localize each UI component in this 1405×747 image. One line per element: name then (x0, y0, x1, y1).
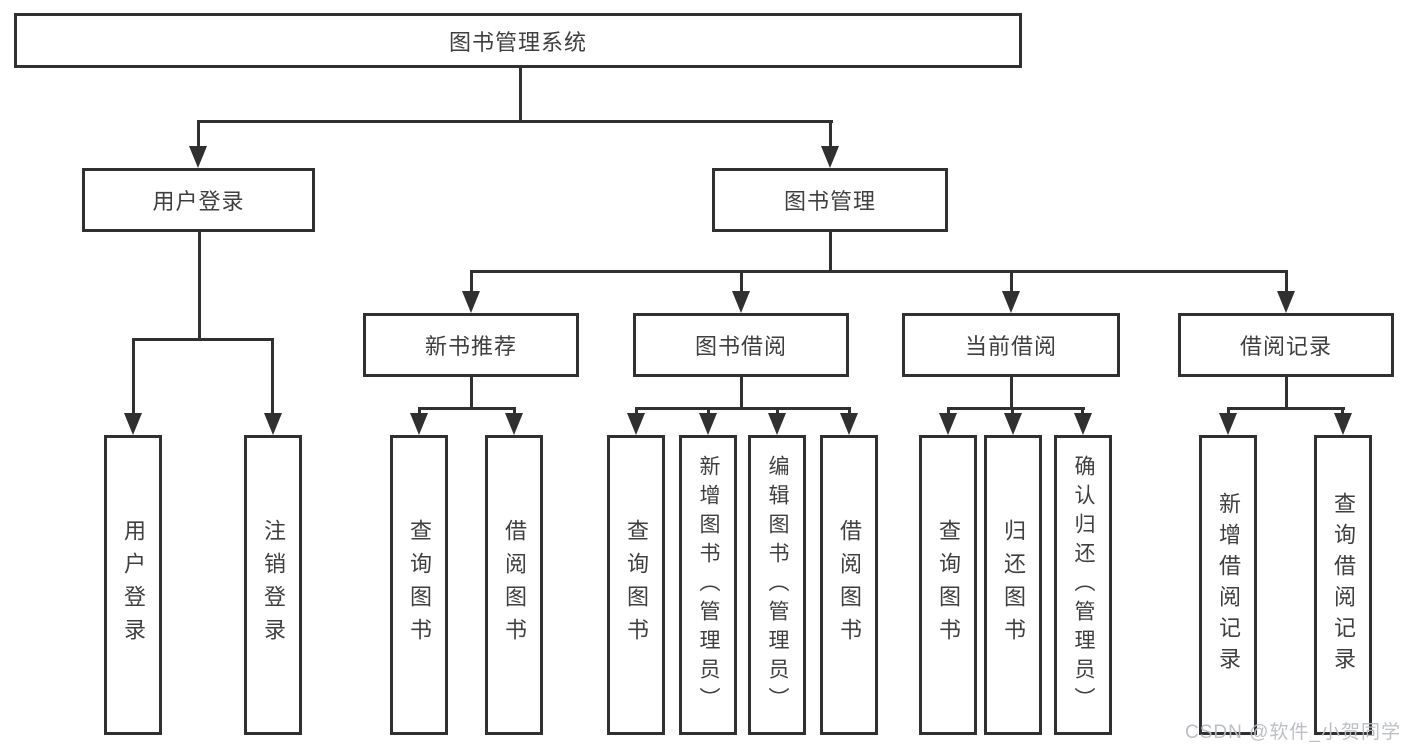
arrowhead-query-books-borrowing (627, 413, 645, 435)
arrowhead-add-book-admin (699, 413, 717, 435)
leaf-add-borrow-record: 新增借阅记录 (1199, 435, 1257, 735)
leaf-logout: 注销登录 (244, 435, 302, 735)
leaf-label: 新增图书（管理员） (697, 454, 720, 716)
connector-stem-current-borrowing (1010, 270, 1013, 294)
arrowhead-book-borrowing (732, 291, 750, 313)
leaf-query-books-recommendation: 查询图书 (390, 435, 448, 735)
leaf-label: 查询图书 (407, 519, 432, 651)
leaf-label: 查询图书 (936, 519, 961, 651)
connector-stem-book-borrowing (740, 270, 743, 294)
node-label: 用户登录 (152, 189, 245, 214)
connector-root-hline (197, 120, 833, 123)
arrowhead-return-books (1004, 413, 1022, 435)
arrowhead-leaf-logout (264, 413, 282, 435)
node-book-management: 图书管理 (712, 168, 948, 232)
node-book-borrowing: 图书借阅 (633, 313, 849, 377)
node-borrowing-records: 借阅记录 (1178, 313, 1394, 377)
leaf-add-book-admin: 新增图书（管理员） (679, 435, 737, 735)
connector-records-hline (1227, 407, 1345, 410)
arrowhead-query-borrow-record (1334, 413, 1352, 435)
connector-borrowing-hline (635, 407, 851, 410)
connector-stem-leaf (848, 407, 851, 417)
connector-stem-leaf-user-login (132, 338, 135, 416)
connector-current-hline (947, 407, 1085, 410)
connector-newbook-stem (470, 377, 473, 407)
arrowhead-add-borrow-record (1219, 413, 1237, 435)
node-label: 新书推荐 (424, 334, 517, 359)
leaf-label: 新增借阅记录 (1216, 492, 1241, 678)
leaf-label: 借阅图书 (837, 519, 862, 651)
leaf-borrow-books-recommendation: 借阅图书 (485, 435, 543, 735)
arrowhead-borrow-books-recommendation (505, 413, 523, 435)
arrowhead-user-login (189, 146, 207, 168)
connector-userlogin-stem (198, 232, 201, 338)
connector-stem-leaf (947, 407, 950, 417)
node-library-management-system: 图书管理系统 (14, 13, 1022, 68)
leaf-query-books-borrowing: 查询图书 (607, 435, 665, 735)
leaf-label: 注销登录 (261, 519, 286, 651)
connector-bookmgmt-hline (470, 270, 1288, 273)
connector-stem-new-book (470, 270, 473, 294)
node-label: 图书管理系统 (448, 29, 587, 55)
connector-borrowing-stem (740, 377, 743, 407)
node-current-borrowing: 当前借阅 (902, 313, 1120, 377)
connector-bookmgmt-stem (829, 232, 832, 270)
leaf-query-books-current: 查询图书 (919, 435, 977, 735)
connector-userlogin-hline (132, 338, 274, 341)
connector-stem-borrowing-records (1285, 270, 1288, 294)
connector-stem-leaf (513, 407, 516, 417)
leaf-borrow-books-borrowing: 借阅图书 (820, 435, 878, 735)
node-label: 图书借阅 (694, 334, 787, 359)
connector-stem-leaf (418, 407, 421, 417)
node-label: 当前借阅 (964, 334, 1057, 359)
arrowhead-edit-book-admin (768, 413, 786, 435)
leaf-confirm-return-admin: 确认归还（管理员） (1054, 435, 1112, 735)
connector-newbook-hline (418, 407, 516, 410)
connector-stem-book-management (829, 120, 832, 150)
node-label: 借阅记录 (1239, 334, 1332, 359)
arrowhead-query-books-recommendation (410, 413, 428, 435)
leaf-label: 归还图书 (1001, 519, 1026, 651)
arrowhead-current-borrowing (1002, 291, 1020, 313)
node-new-book-recommendation: 新书推荐 (363, 313, 579, 377)
arrowhead-confirm-return-admin (1074, 413, 1092, 435)
arrowhead-new-book (462, 291, 480, 313)
leaf-return-books: 归还图书 (984, 435, 1042, 735)
leaf-label: 编辑图书（管理员） (766, 454, 789, 716)
arrowhead-borrow-books-borrowing (840, 413, 858, 435)
node-label: 图书管理 (783, 189, 876, 214)
leaf-label: 确认归还（管理员） (1072, 454, 1095, 716)
connector-stem-leaf (635, 407, 638, 417)
connector-stem-leaf (1227, 407, 1230, 417)
connector-stem-leaf (1081, 407, 1084, 417)
connector-records-stem (1285, 377, 1288, 407)
arrowhead-leaf-user-login (124, 413, 142, 435)
connector-current-stem (1010, 377, 1013, 407)
arrowhead-book-management (821, 146, 839, 168)
arrowhead-query-books-current (939, 413, 957, 435)
node-user-login: 用户登录 (82, 168, 315, 232)
connector-stem-leaf-logout (271, 338, 274, 416)
leaf-label: 查询图书 (624, 519, 649, 651)
connector-stem-user-login (197, 120, 200, 150)
connector-stem-leaf (776, 407, 779, 417)
leaf-edit-book-admin: 编辑图书（管理员） (748, 435, 806, 735)
leaf-user-login: 用户登录 (104, 435, 162, 735)
csdn-watermark: CSDN @软件_小贺同学 (1185, 722, 1401, 743)
arrowhead-borrowing-records (1277, 291, 1295, 313)
leaf-label: 用户登录 (121, 519, 146, 651)
leaf-label: 查询借阅记录 (1331, 492, 1356, 678)
leaf-query-borrow-record: 查询借阅记录 (1314, 435, 1372, 735)
connector-stem-leaf (1341, 407, 1344, 417)
connector-root-stem (519, 68, 522, 122)
connector-stem-leaf (707, 407, 710, 417)
leaf-label: 借阅图书 (502, 519, 527, 651)
connector-stem-leaf (1011, 407, 1014, 417)
